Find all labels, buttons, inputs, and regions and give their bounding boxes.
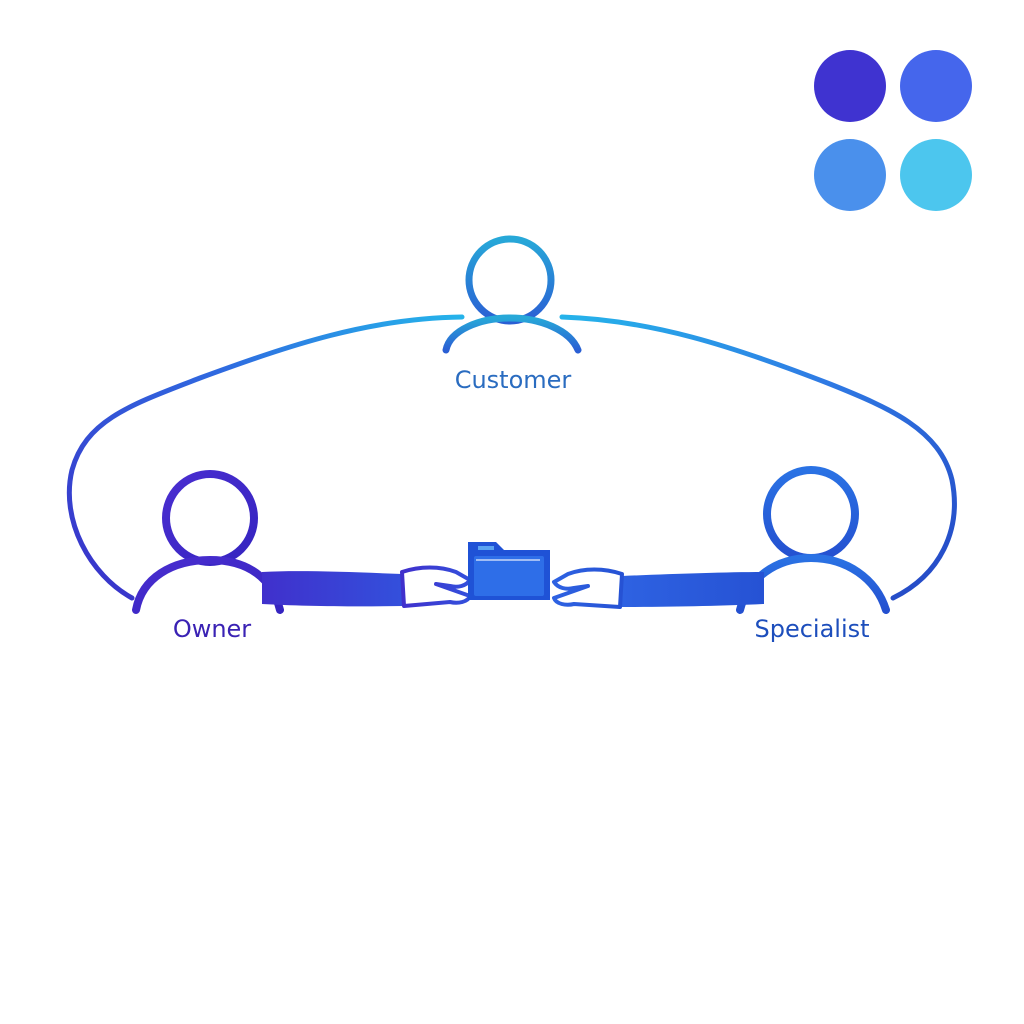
node-specialist: Specialist	[736, 466, 890, 643]
swatch-indigo	[814, 50, 886, 122]
folder-icon	[468, 542, 550, 600]
left-hand-icon	[400, 565, 472, 608]
right-hand-icon	[552, 567, 624, 609]
node-owner: Owner	[132, 470, 284, 643]
connector-owner-to-customer	[66, 314, 465, 601]
person-icon	[132, 470, 284, 614]
owner-label: Owner	[173, 615, 251, 643]
swatch-blue	[900, 50, 972, 122]
customer-label: Customer	[455, 366, 572, 394]
connector-customer-to-specialist	[559, 314, 957, 601]
color-swatches	[814, 50, 972, 211]
person-icon	[442, 235, 582, 354]
swatch-light-blue	[814, 139, 886, 211]
node-customer: Customer	[442, 235, 582, 394]
handoff-exchange	[262, 542, 764, 609]
specialist-label: Specialist	[754, 615, 869, 643]
owner-arm	[262, 571, 404, 607]
specialist-arm	[620, 572, 764, 607]
swatch-cyan	[900, 139, 972, 211]
